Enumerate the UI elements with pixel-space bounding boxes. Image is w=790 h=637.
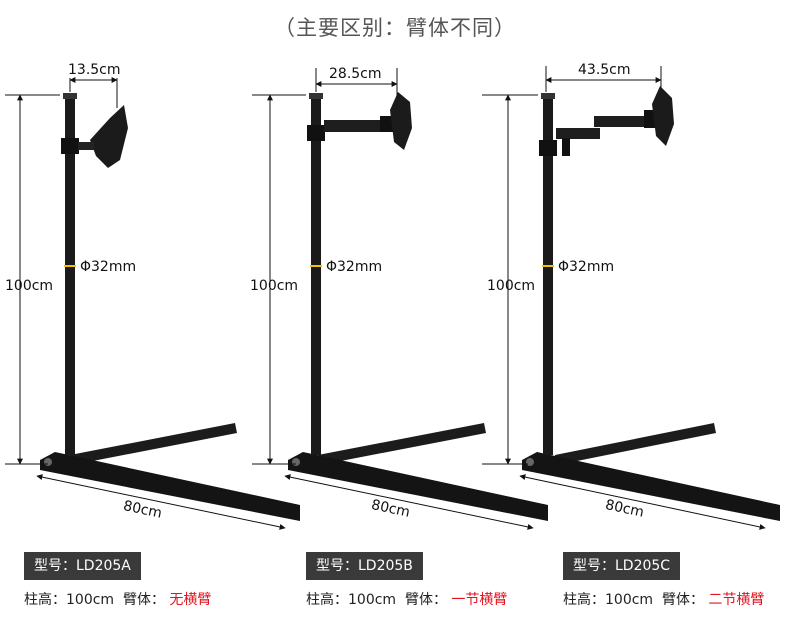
arm-width-label-a: 13.5cm: [68, 62, 121, 78]
stand-a-dimensions: 13.5cm 100cm Φ32mm 80cm: [5, 62, 286, 530]
arm-label-a: 臂体：: [122, 592, 165, 608]
stand-b-dimensions: 28.5cm 100cm Φ32mm 80cm: [250, 66, 534, 530]
stand-ld205a: [40, 93, 300, 521]
pole-diameter-label-c: Φ32mm: [558, 259, 614, 275]
pole-height-label-b: 100cm: [250, 278, 298, 294]
arm-width-label-c: 43.5cm: [578, 62, 631, 78]
base-length-label-b: 80cm: [370, 497, 412, 521]
base-length-label-a: 80cm: [122, 498, 164, 522]
spec-line-c: 柱高：100cm 臂体： 二节横臂: [563, 589, 764, 609]
height-text-b: 柱高：100cm: [306, 592, 397, 608]
model-badge-c: 型号：LD205C: [563, 552, 681, 580]
page-title: （主要区别：臂体不同）: [274, 16, 516, 40]
base-length-label-c: 80cm: [604, 497, 646, 521]
arm-label-c: 臂体：: [661, 592, 704, 608]
arm-width-label-b: 28.5cm: [329, 66, 382, 82]
arm-label-b: 臂体：: [404, 592, 447, 608]
pole-height-label-c: 100cm: [487, 278, 535, 294]
pole-diameter-label-b: Φ32mm: [326, 259, 382, 275]
model-badge-b: 型号：LD205B: [306, 552, 423, 580]
arm-type-c: 二节横臂: [708, 592, 765, 608]
spec-line-b: 柱高：100cm 臂体： 一节横臂: [306, 589, 507, 609]
arm-type-b: 一节横臂: [451, 592, 508, 608]
arm-type-a: 无横臂: [169, 592, 212, 608]
stand-c-dimensions: 43.5cm 100cm Φ32mm 80cm: [482, 62, 766, 530]
stand-ld205c: [522, 86, 780, 521]
model-badge-a: 型号：LD205A: [24, 552, 141, 580]
height-text-a: 柱高：100cm: [24, 592, 115, 608]
spec-line-a: 柱高：100cm 臂体： 无横臂: [24, 589, 211, 609]
stand-ld205b: [288, 92, 548, 521]
pole-diameter-label-a: Φ32mm: [80, 259, 136, 275]
pole-height-label-a: 100cm: [5, 278, 53, 294]
height-text-c: 柱高：100cm: [563, 592, 654, 608]
